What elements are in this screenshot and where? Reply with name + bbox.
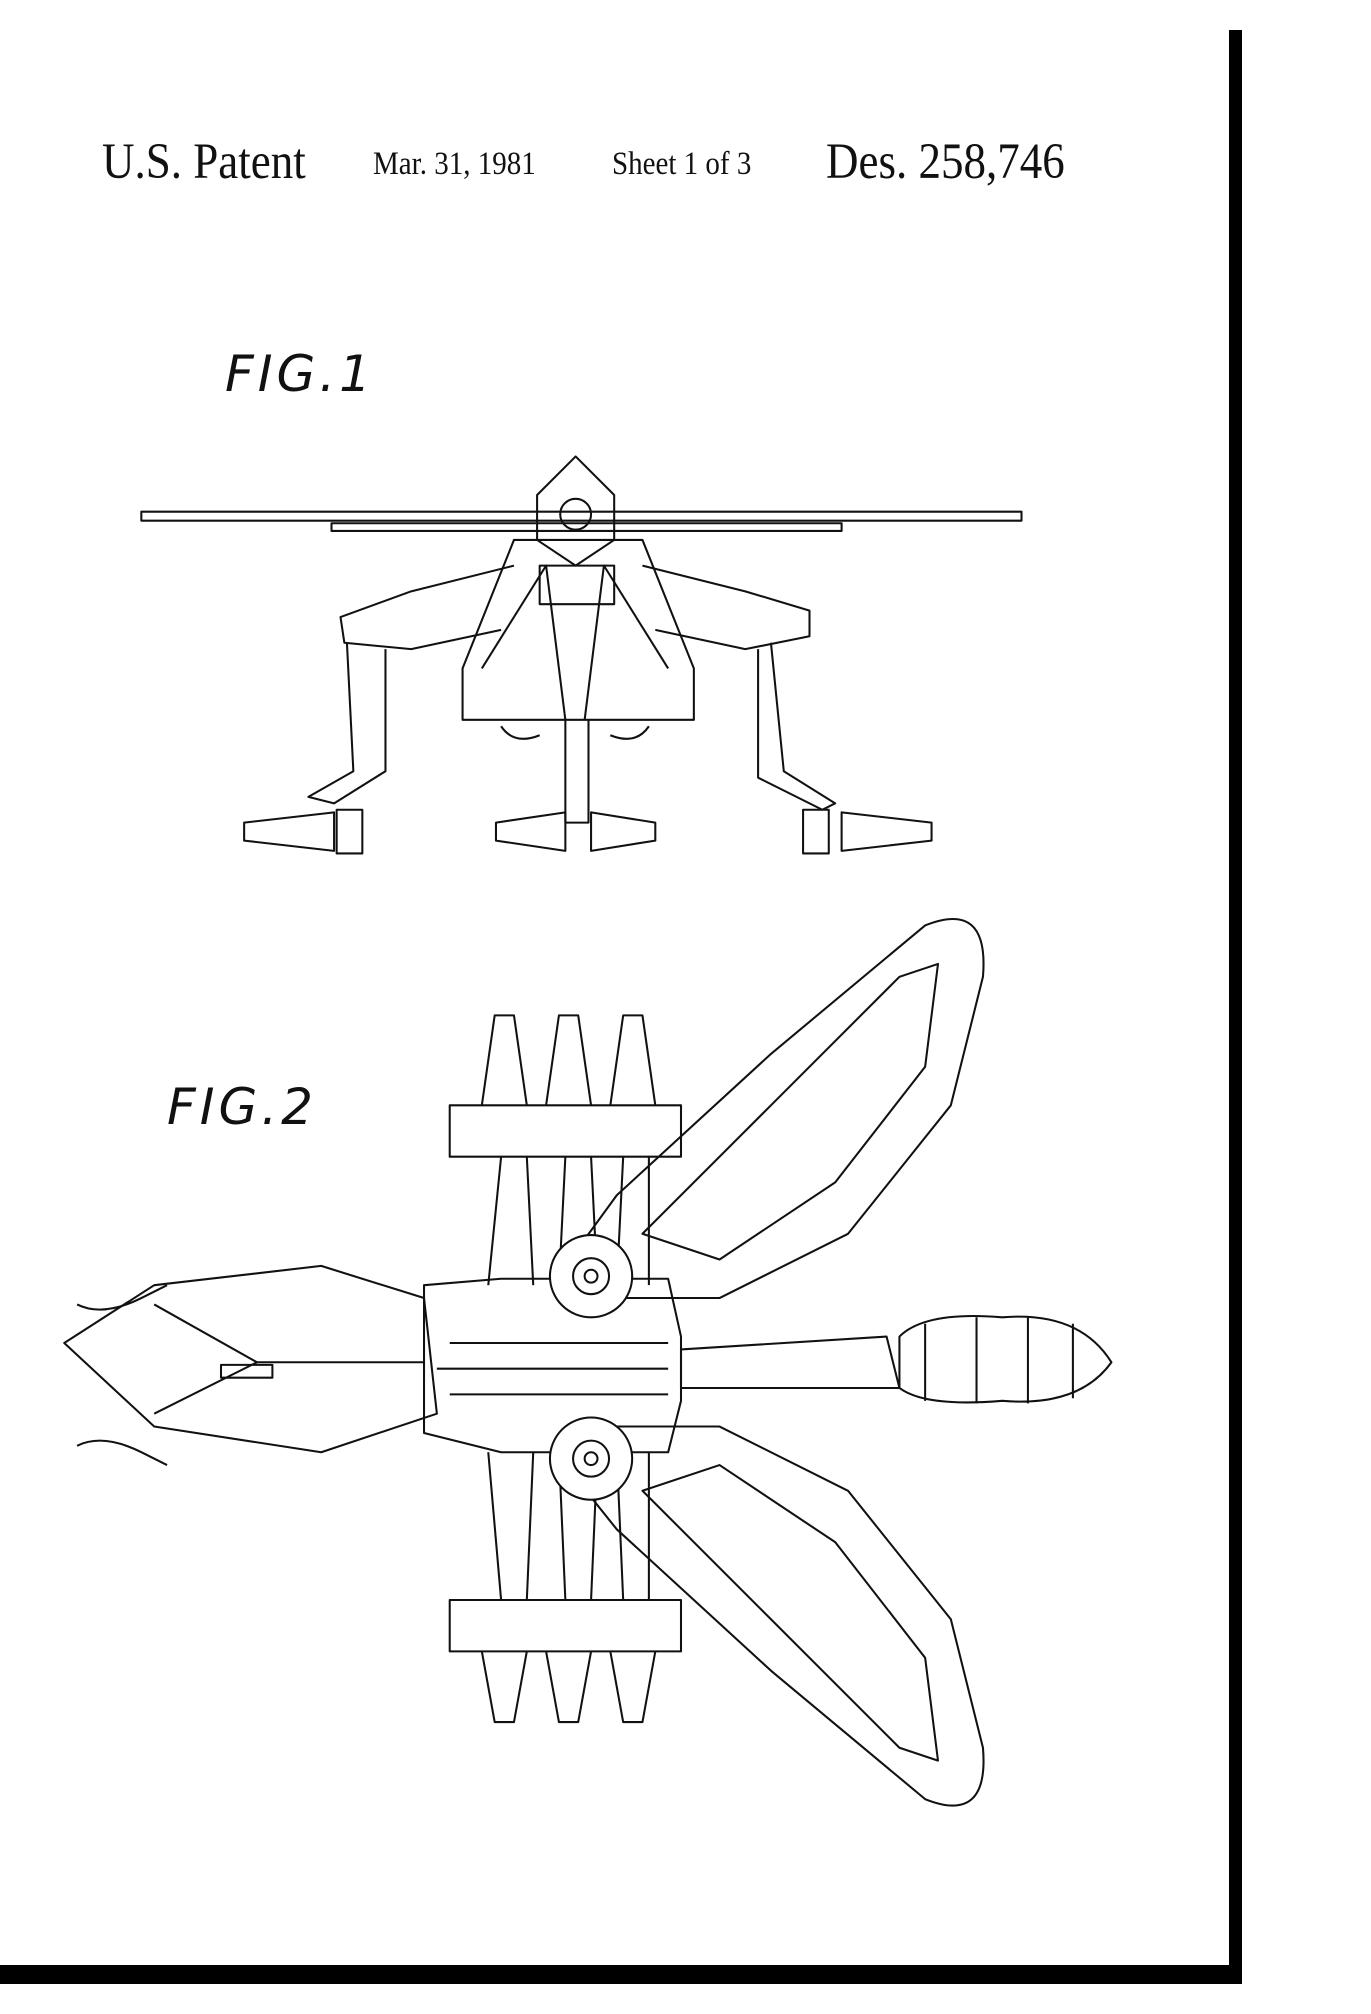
figure-2-label: FIG.2 bbox=[167, 1078, 317, 1136]
figure-2-top-view bbox=[63, 917, 1113, 1807]
tail-stem bbox=[679, 1335, 901, 1390]
figure-1-front-view bbox=[140, 455, 1023, 855]
patent-date: Mar. 31, 1981 bbox=[373, 146, 536, 182]
upper-wing bbox=[564, 917, 985, 1300]
patent-title: U.S. Patent bbox=[102, 133, 306, 190]
rotor-blade-lower bbox=[330, 522, 843, 532]
sheet-number: Sheet 1 of 3 bbox=[612, 146, 752, 182]
right-border-bar bbox=[1229, 30, 1242, 1984]
upper-wing-joint bbox=[548, 1234, 634, 1319]
left-arm bbox=[339, 564, 515, 651]
lower-wing-joint bbox=[548, 1416, 634, 1501]
right-leg bbox=[757, 642, 837, 811]
tail-segments bbox=[898, 1315, 1113, 1404]
left-leg bbox=[307, 642, 387, 805]
head-section bbox=[63, 1264, 438, 1454]
lower-wing bbox=[564, 1425, 985, 1807]
bottom-border-bar bbox=[0, 1965, 1242, 1984]
body bbox=[461, 538, 695, 721]
rotor-blade-upper bbox=[140, 510, 1023, 522]
figure-1-label: FIG.1 bbox=[225, 345, 375, 403]
right-arm bbox=[642, 564, 811, 651]
feet bbox=[243, 808, 933, 855]
lower-feet-block bbox=[448, 1598, 683, 1653]
patent-number: Des. 258,746 bbox=[826, 133, 1065, 190]
upper-feet-block bbox=[448, 1104, 683, 1158]
mandibles bbox=[76, 1284, 168, 1466]
